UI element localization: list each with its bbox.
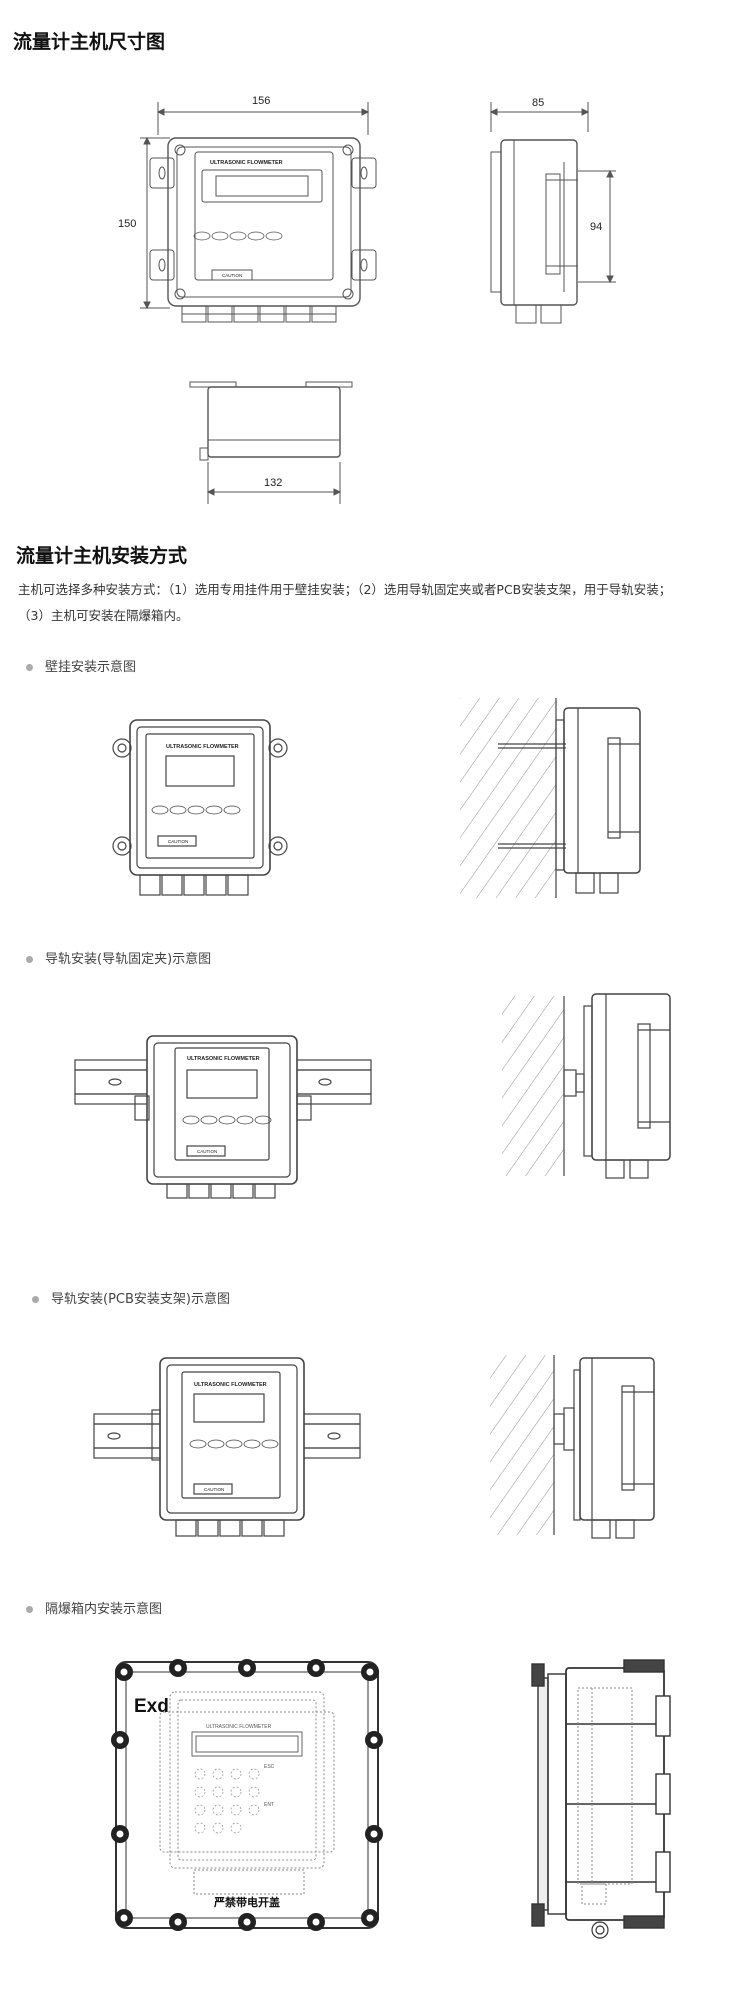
- bullet-dot: [26, 956, 33, 963]
- dim-depth: 85: [532, 97, 544, 109]
- bullet-dot: [32, 1296, 39, 1303]
- panel-title-2: ULTRASONIC FLOWMETER: [166, 744, 239, 750]
- exbox-panel-title: ULTRASONIC FLOWMETER: [206, 1724, 272, 1730]
- intro-line-1: 主机可选择多种安装方式：（1）选用专用挂件用于壁挂安装；（2）选用导轨固定夹或者…: [18, 582, 672, 597]
- wall-mount-front-drawing: ULTRASONIC FLOWMETER CAUTION: [112, 719, 288, 896]
- dim-mount: 94: [590, 221, 602, 233]
- bullet-dot: [26, 1606, 33, 1613]
- method-label-explosion-proof: 隔爆箱内安装示意图: [26, 1598, 162, 1617]
- exbox-side-drawing: [531, 1659, 671, 1939]
- method-label-wall: 壁挂安装示意图: [26, 656, 136, 675]
- method-label-din-clip: 导轨安装(导轨固定夹)示意图: [26, 948, 211, 967]
- side-dimension-drawing: 85 94: [489, 97, 616, 324]
- caution-text-4: CAUTION: [204, 1487, 224, 1492]
- section-title-dimensions: 流量计主机尺寸图: [13, 31, 166, 53]
- exbox-warning: 严禁带电开盖: [213, 1895, 280, 1909]
- front-dimension-drawing: 156 150 ULTRASONIC FLOWMETER CAUTION: [118, 95, 377, 323]
- panel-title-4: ULTRASONIC FLOWMETER: [194, 1382, 267, 1388]
- din-pcb-front-drawing: ULTRASONIC FLOWMETER CAUTION: [93, 1357, 361, 1537]
- section-title-installation: 流量计主机安装方式: [16, 545, 188, 567]
- exbox-ent-label: ENT: [264, 1802, 274, 1808]
- caution-text-2: CAUTION: [168, 839, 188, 844]
- dim-bottom: 132: [264, 477, 282, 489]
- bullet-dot: [26, 664, 33, 671]
- bottom-dimension-drawing: 132: [189, 381, 353, 504]
- method-label-din-pcb: 导轨安装(PCB安装支架)示意图: [32, 1288, 230, 1307]
- caution-text-3: CAUTION: [197, 1149, 217, 1154]
- din-pcb-side-drawing: [490, 1355, 655, 1539]
- din-clip-side-drawing: [502, 993, 671, 1179]
- intro-line-2: （3）主机可安装在隔爆箱内。: [18, 608, 189, 623]
- exbox-front-drawing: Exd ULTRASONIC FLOWMETER ESC ENT 严禁带电开盖: [111, 1659, 383, 1931]
- exd-marking: Exd: [134, 1696, 169, 1717]
- exbox-esc-label: ESC: [264, 1764, 275, 1770]
- caution-text-1: CAUTION: [222, 273, 242, 278]
- wall-mount-side-drawing: [460, 698, 641, 898]
- din-clip-front-drawing: ULTRASONIC FLOWMETER CAUTION: [74, 1035, 372, 1199]
- dim-height: 150: [118, 218, 136, 230]
- panel-title-3: ULTRASONIC FLOWMETER: [187, 1056, 260, 1062]
- dim-width: 156: [252, 95, 270, 107]
- panel-title-1: ULTRASONIC FLOWMETER: [210, 160, 283, 166]
